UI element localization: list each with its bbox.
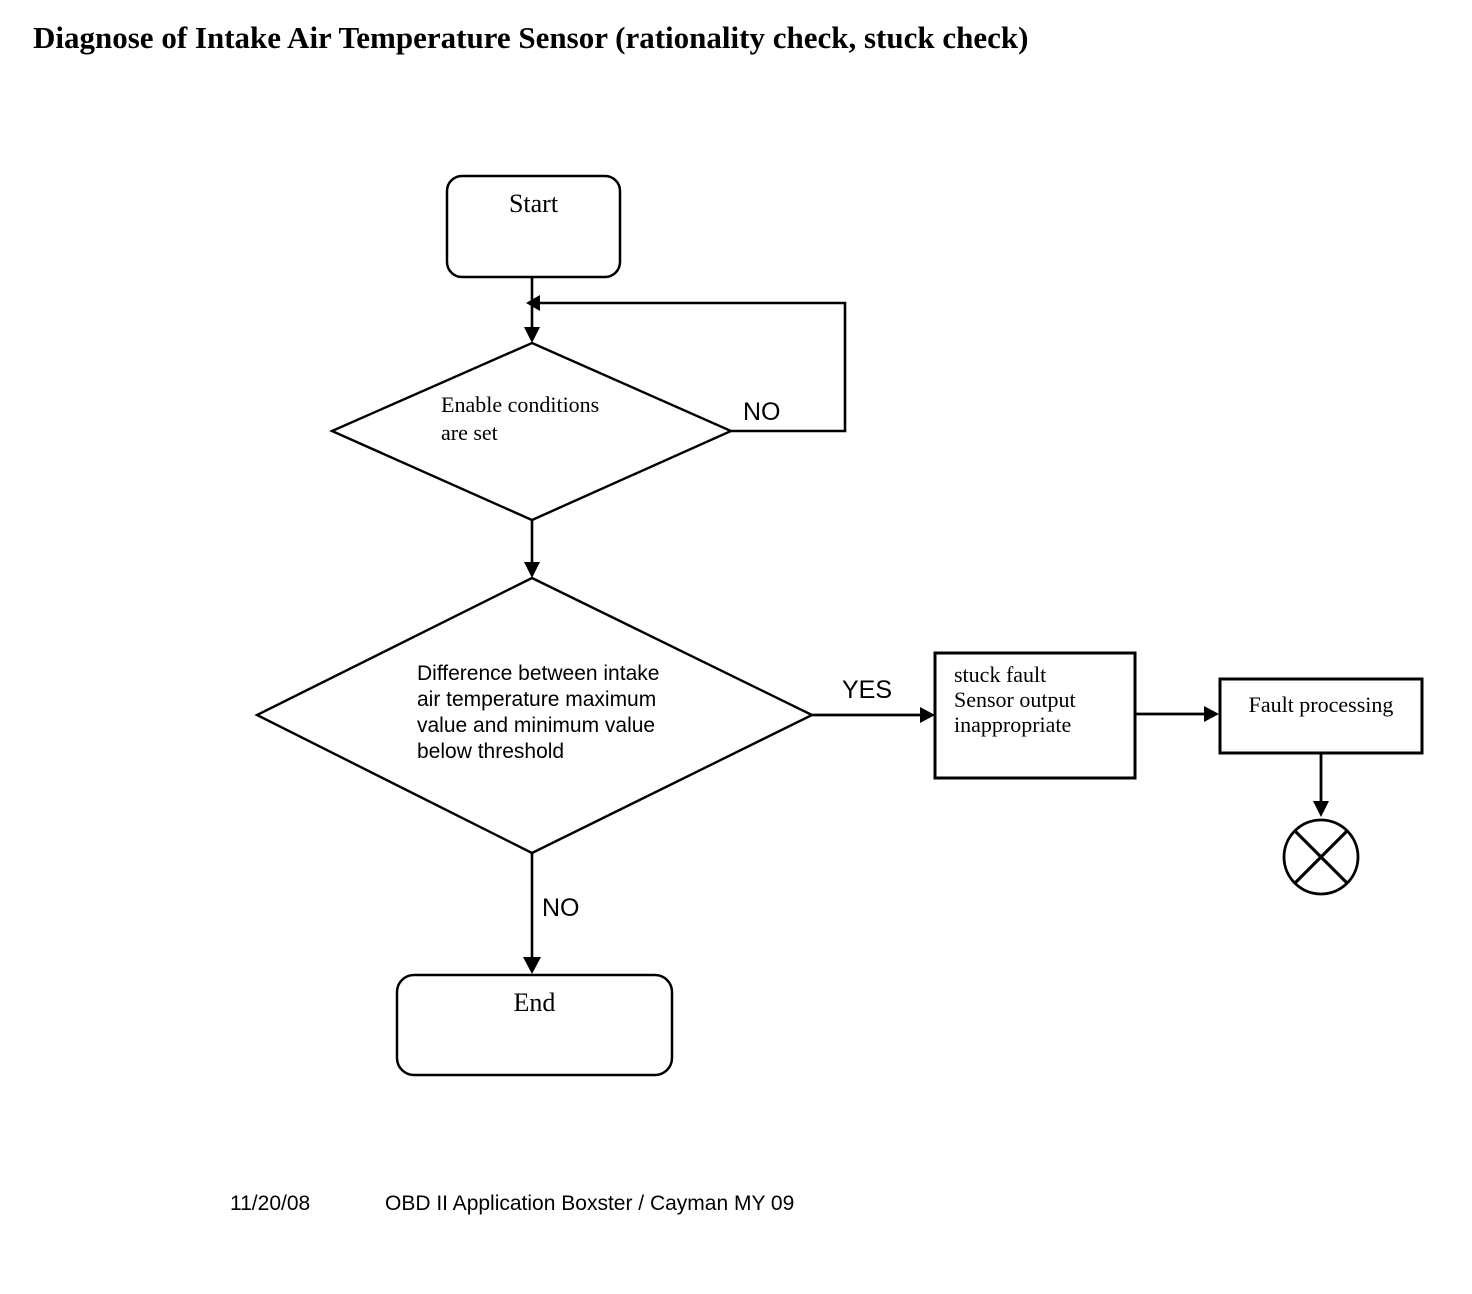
- decision2-yes-branch-label: YES: [842, 676, 893, 704]
- arrowhead-right-icon: [1204, 706, 1219, 722]
- decision2-no-branch-label: NO: [542, 894, 580, 922]
- end-node-shape: [395, 973, 674, 1077]
- decision1-no-branch-label: NO: [743, 398, 781, 426]
- start-node-label: Start: [508, 189, 559, 218]
- no-return-line: [539, 301, 847, 433]
- decision2-label: Difference between intake air temperatur…: [417, 662, 660, 763]
- start-node-shape: [445, 174, 622, 279]
- footer-date: 11/20/08: [230, 1192, 311, 1215]
- end-node-label: End: [513, 988, 556, 1017]
- stuck-fault-box-label: stuck fault Sensor output inappropriate: [954, 662, 1076, 737]
- arrowhead-down-icon: [524, 562, 540, 578]
- page-title: Diagnose of Intake Air Temperature Senso…: [33, 20, 1029, 55]
- arrowhead-down-icon: [524, 327, 540, 343]
- footer-document-title: OBD II Application Boxster / Cayman MY 0…: [385, 1192, 795, 1215]
- circle-x-icon: [1282, 818, 1360, 896]
- arrowhead-down-icon: [1313, 801, 1329, 817]
- arrowhead-left-icon: [526, 295, 540, 311]
- fault-processing-box-label: Fault processing: [1248, 692, 1394, 717]
- arrowhead-right-icon: [920, 707, 935, 723]
- stuck-fault-box-shape: [933, 651, 1137, 780]
- arrowhead-down-icon: [523, 957, 541, 974]
- decision1-label: Enable conditions are set: [441, 392, 600, 445]
